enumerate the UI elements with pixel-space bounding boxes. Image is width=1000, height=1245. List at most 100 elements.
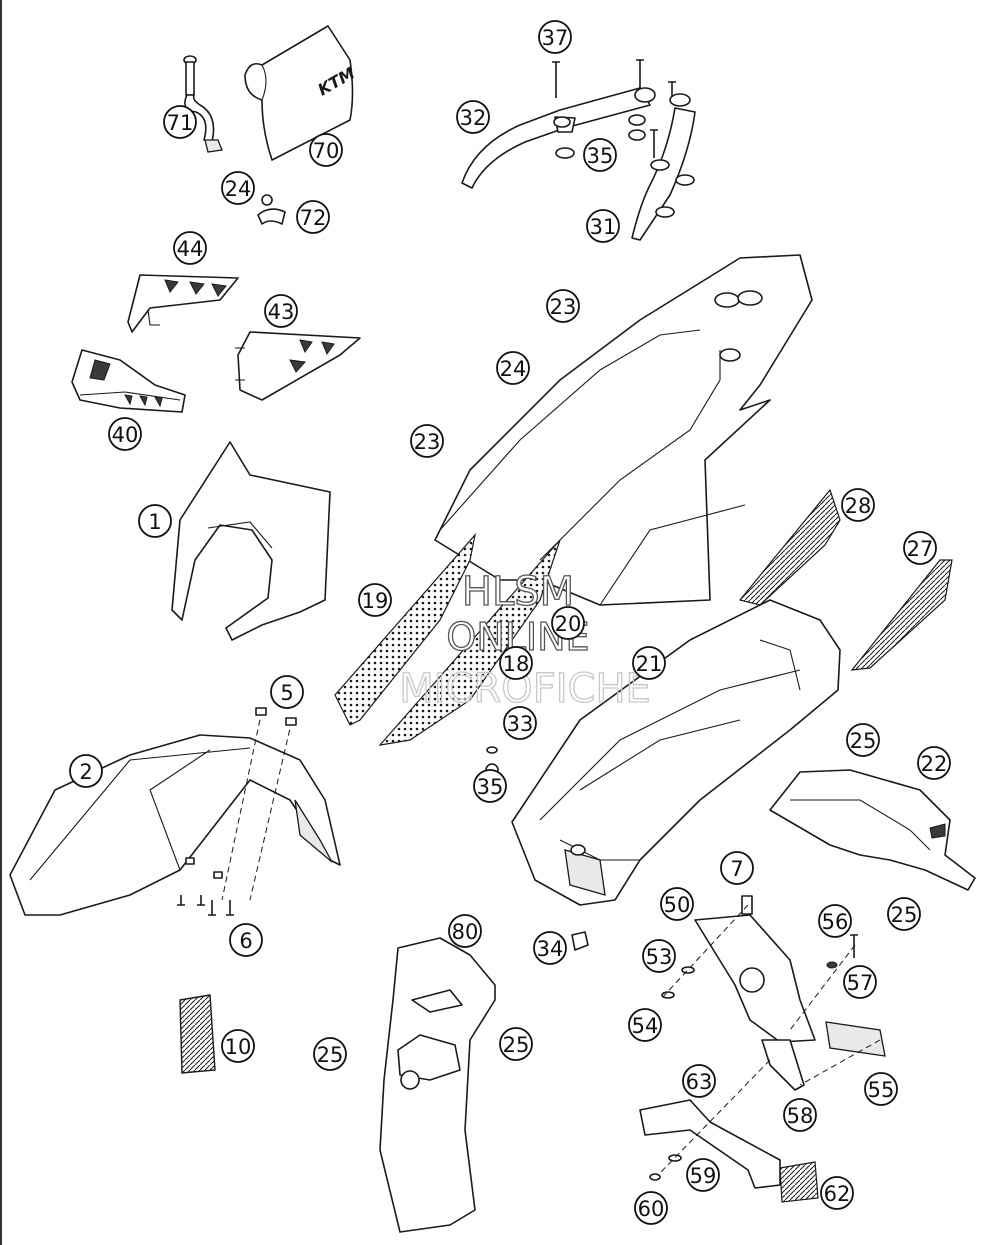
callout-circle bbox=[538, 20, 572, 54]
callout-circle bbox=[69, 754, 103, 788]
callout-56: 56 bbox=[818, 904, 852, 938]
callout-label: 25 bbox=[317, 1043, 344, 1067]
callout-label: 25 bbox=[503, 1033, 530, 1057]
callout-59: 59 bbox=[686, 1158, 720, 1192]
callout-circle bbox=[473, 769, 507, 803]
callout-circle bbox=[841, 488, 875, 522]
callout-35: 35 bbox=[473, 769, 507, 803]
part-62-reflector bbox=[779, 1161, 819, 1203]
callout-label: 22 bbox=[921, 752, 948, 776]
callout-circle bbox=[456, 100, 490, 134]
callout-7: 7 bbox=[720, 851, 754, 885]
callout-24: 24 bbox=[496, 351, 530, 385]
dash-line-plate-2 bbox=[789, 944, 856, 1031]
callout-20: 20 bbox=[551, 606, 585, 640]
callout-circle bbox=[586, 209, 620, 243]
callout-label: 25 bbox=[891, 903, 918, 927]
fender-screws bbox=[177, 857, 234, 916]
callout-circle bbox=[448, 914, 482, 948]
callout-circle bbox=[533, 931, 567, 965]
callout-circle bbox=[496, 351, 530, 385]
callout-label: 1 bbox=[148, 510, 161, 534]
callout-label: 59 bbox=[690, 1164, 717, 1188]
part-10-filter bbox=[179, 994, 216, 1074]
callout-circle bbox=[682, 1064, 716, 1098]
callout-circle bbox=[634, 1191, 668, 1225]
callout-circle bbox=[503, 706, 537, 740]
callout-71: 71 bbox=[163, 105, 197, 139]
callout-label: 35 bbox=[587, 144, 614, 168]
callout-circle bbox=[313, 1037, 347, 1071]
callout-label: 40 bbox=[112, 423, 139, 447]
part-28-decal bbox=[738, 488, 841, 606]
callout-circle bbox=[820, 1176, 854, 1210]
part-32-grab-handle bbox=[461, 87, 651, 189]
part-22-license-holder bbox=[769, 769, 976, 891]
callout-circle bbox=[221, 1029, 255, 1063]
part-80-mud-flap bbox=[379, 937, 496, 1233]
part-63-bracket bbox=[639, 1099, 781, 1189]
callout-44: 44 bbox=[173, 231, 207, 265]
callout-label: 31 bbox=[590, 215, 617, 239]
callout-label: 27 bbox=[907, 537, 934, 561]
callout-label: 24 bbox=[500, 357, 527, 381]
callout-label: 18 bbox=[503, 652, 530, 676]
callout-28: 28 bbox=[841, 488, 875, 522]
callout-1: 1 bbox=[138, 504, 172, 538]
callout-label: 60 bbox=[638, 1197, 665, 1221]
callout-19: 19 bbox=[358, 583, 392, 617]
callout-circle bbox=[173, 231, 207, 265]
callout-circle bbox=[846, 723, 880, 757]
callout-circle bbox=[818, 904, 852, 938]
callout-circle bbox=[108, 417, 142, 451]
part-21-rear-mudguard-box bbox=[511, 599, 841, 906]
callout-circle bbox=[660, 887, 694, 921]
callout-label: 50 bbox=[664, 893, 691, 917]
callout-circle bbox=[358, 583, 392, 617]
callout-label: 35 bbox=[477, 775, 504, 799]
part-50-plate-bracket bbox=[694, 895, 816, 1043]
callout-circle bbox=[686, 1158, 720, 1192]
callout-label: 71 bbox=[167, 111, 194, 135]
callout-21: 21 bbox=[632, 646, 666, 680]
callout-58: 58 bbox=[783, 1098, 817, 1132]
callout-label: 70 bbox=[313, 139, 340, 163]
callout-circle bbox=[264, 294, 298, 328]
part-1-headlight-mask bbox=[171, 441, 331, 641]
callout-circle bbox=[720, 851, 754, 885]
part-19-decal bbox=[334, 532, 477, 726]
callout-70: 70 bbox=[309, 133, 343, 167]
part-55-light bbox=[825, 1021, 886, 1057]
callout-label: 57 bbox=[847, 971, 874, 995]
part-20-tail-section bbox=[434, 254, 813, 606]
callout-label: 25 bbox=[850, 729, 877, 753]
callout-32: 32 bbox=[456, 100, 490, 134]
callout-label: 2 bbox=[79, 760, 92, 784]
callout-circle bbox=[843, 965, 877, 999]
callout-80: 80 bbox=[448, 914, 482, 948]
callout-23: 23 bbox=[410, 424, 444, 458]
part-70-seat-cover: KTM bbox=[244, 25, 358, 161]
part-18-decal bbox=[378, 539, 561, 746]
callout-label: 37 bbox=[542, 26, 569, 50]
dash-line-plate-4 bbox=[799, 1039, 881, 1086]
callout-circle bbox=[917, 746, 951, 780]
callout-circle bbox=[642, 939, 676, 973]
callout-label: 7 bbox=[730, 857, 743, 881]
callout-circle bbox=[499, 1027, 533, 1061]
callout-circle bbox=[309, 133, 343, 167]
callout-label: 20 bbox=[555, 612, 582, 636]
callout-24: 24 bbox=[221, 171, 255, 205]
callout-circle bbox=[229, 923, 263, 957]
callout-label: 56 bbox=[822, 910, 849, 934]
callout-5: 5 bbox=[270, 675, 304, 709]
callout-54: 54 bbox=[628, 1008, 662, 1042]
callout-label: 44 bbox=[177, 237, 204, 261]
callout-label: 33 bbox=[507, 712, 534, 736]
dash-line-5 bbox=[221, 709, 263, 901]
callout-6: 6 bbox=[229, 923, 263, 957]
callout-circle bbox=[138, 504, 172, 538]
part-40-cover bbox=[71, 349, 186, 413]
callout-55: 55 bbox=[864, 1072, 898, 1106]
